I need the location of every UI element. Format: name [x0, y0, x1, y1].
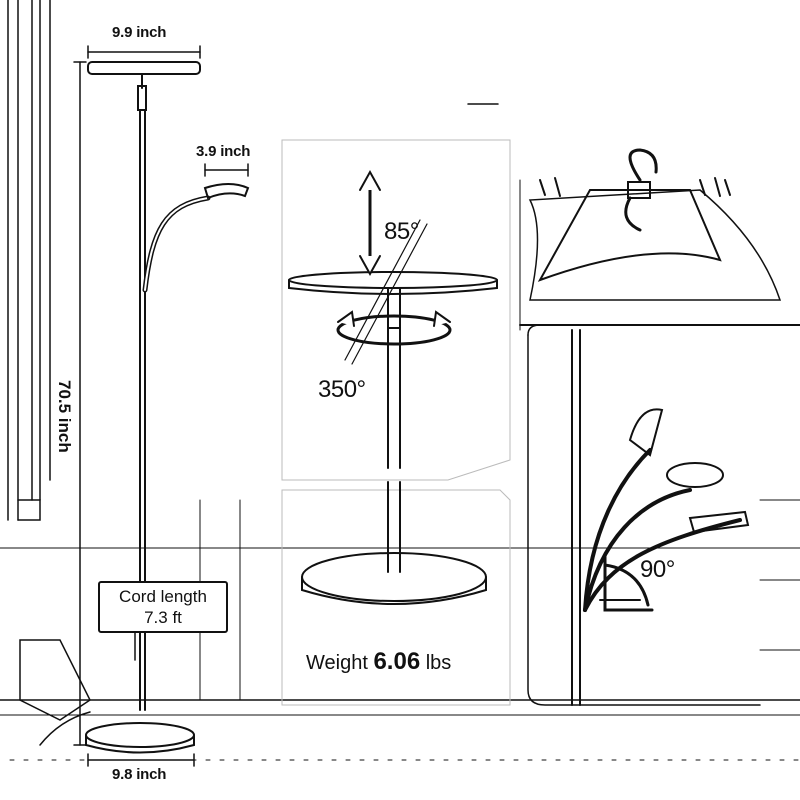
rotate-arrow-icon	[336, 310, 452, 346]
weight-label: Weight 6.06 lbs	[306, 648, 451, 676]
tilt-arrow-icon	[359, 169, 381, 277]
detail-panel-base	[281, 481, 511, 706]
detail-panel-head	[281, 139, 511, 481]
cord-length-value: 7.3 ft	[144, 608, 182, 627]
detail-panel-shade	[519, 148, 800, 326]
height-label: 70.5 inch	[55, 380, 74, 453]
rotate-angle-label: 350°	[318, 376, 366, 403]
base-width-label: 9.8 inch	[112, 766, 167, 783]
cord-length-title: Cord length	[119, 587, 207, 606]
cord-length-callout: Cord length 7.3 ft	[98, 581, 228, 633]
weight-unit: lbs	[425, 652, 452, 674]
top-width-label: 9.9 inch	[112, 24, 167, 41]
dimension-lines	[73, 45, 249, 767]
arm-width-label: 3.9 inch	[196, 143, 251, 160]
weight-prefix: Weight	[306, 652, 368, 674]
weight-value: 6.06	[373, 648, 421, 675]
detail-panel-arm	[527, 324, 800, 706]
tilt-angle-label: 85°	[384, 218, 419, 245]
bend-angle-label: 90°	[640, 556, 675, 583]
